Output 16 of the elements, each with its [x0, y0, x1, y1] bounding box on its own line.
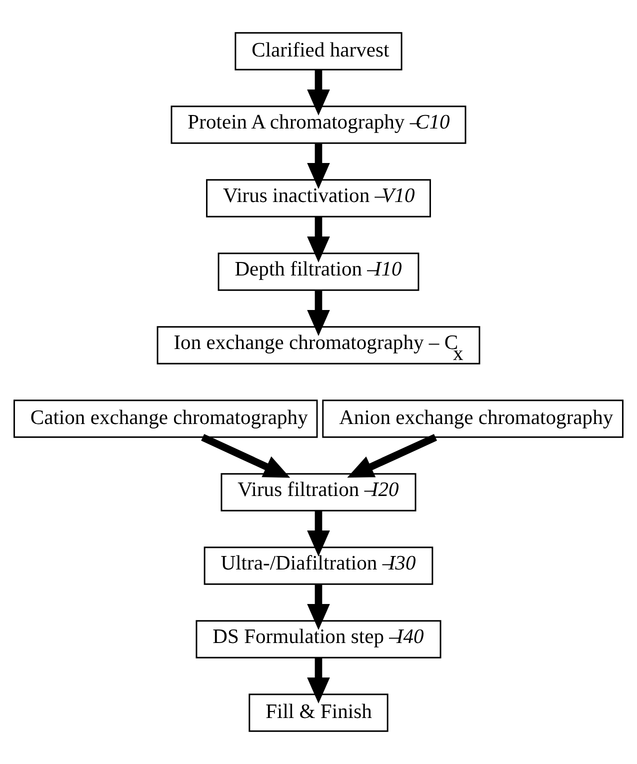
arrow [347, 434, 438, 478]
node-box: Fill & Finish [248, 694, 388, 732]
node-box: Cation exchange chromatography [13, 400, 318, 438]
arrow [201, 434, 290, 478]
node-box: Anion exchange chromatography [322, 400, 624, 438]
arrow [307, 658, 330, 704]
arrow [307, 510, 330, 557]
arrow [307, 70, 330, 116]
node-box: Depth filtration –I10 [218, 252, 420, 291]
arrow [307, 584, 330, 630]
node-box: Virus inactivation –V10 [206, 179, 431, 218]
arrow [307, 216, 330, 263]
arrow [307, 143, 330, 190]
arrow [307, 290, 330, 336]
node-box: Clarified harvest [234, 32, 402, 70]
node-box: DS Formulation step –I40 [196, 620, 442, 658]
